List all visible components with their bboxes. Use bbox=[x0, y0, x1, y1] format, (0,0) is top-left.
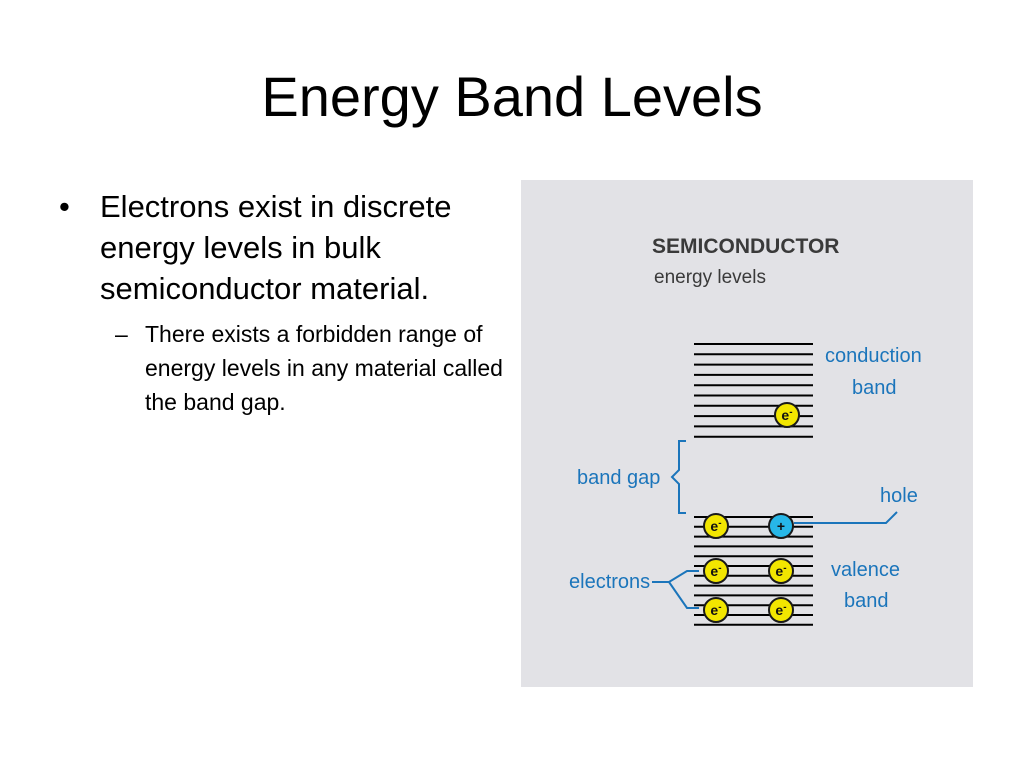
electron-particle: e- bbox=[768, 558, 794, 584]
sub-bullet-list: – There exists a forbidden range of ener… bbox=[100, 317, 505, 419]
electron-symbol: e- bbox=[781, 407, 792, 423]
conduction-band-lines bbox=[694, 343, 813, 438]
band-gap-bracket bbox=[670, 440, 686, 514]
conduction-band-label-line2: band bbox=[852, 377, 897, 399]
electron-circle bbox=[703, 597, 729, 623]
electron-symbol: e- bbox=[710, 602, 721, 618]
electron-particle: e- bbox=[703, 558, 729, 584]
sub-bullet-text: There exists a forbidden range of energy… bbox=[145, 321, 503, 415]
sub-bullet-marker: – bbox=[115, 321, 128, 347]
diagram-heading: SEMICONDUCTOR bbox=[652, 235, 839, 258]
diagram-subheading: energy levels bbox=[654, 267, 766, 288]
diagram-svg: SEMICONDUCTOR energy levels conduction b… bbox=[569, 235, 922, 626]
slide-title: Energy Band Levels bbox=[261, 65, 763, 128]
hole-pointer-line bbox=[794, 511, 898, 524]
electron-particle: e- bbox=[703, 597, 729, 623]
hole-symbol: + bbox=[777, 518, 785, 534]
sub-bullet-item: – There exists a forbidden range of ener… bbox=[100, 317, 505, 419]
valence-band-label-line1: valence bbox=[831, 559, 900, 581]
valence-band-label-line2: band bbox=[844, 590, 889, 612]
semiconductor-diagram: SEMICONDUCTOR energy levels conduction b… bbox=[521, 180, 973, 687]
electron-symbol: e- bbox=[775, 602, 786, 618]
electron-particle: e- bbox=[768, 597, 794, 623]
bullet-marker: • bbox=[59, 189, 70, 224]
hole-particle: + bbox=[768, 513, 794, 539]
bullet-text: Electrons exist in discrete energy level… bbox=[100, 189, 452, 306]
electron-circle bbox=[768, 597, 794, 623]
electron-particle: e- bbox=[703, 513, 729, 539]
charge-carriers: e-e- + e-e-e-e- bbox=[703, 402, 800, 623]
hole-circle bbox=[768, 513, 794, 539]
electron-circle bbox=[774, 402, 800, 428]
electron-symbol: e- bbox=[710, 563, 721, 579]
electron-symbol: e- bbox=[775, 563, 786, 579]
electron-circle bbox=[703, 558, 729, 584]
electron-symbol: e- bbox=[710, 518, 721, 534]
bullet-item: • Electrons exist in discrete energy lev… bbox=[55, 186, 505, 419]
band-gap-label: band gap bbox=[577, 467, 660, 489]
bullet-list: • Electrons exist in discrete energy lev… bbox=[55, 186, 505, 419]
electrons-label: electrons bbox=[569, 571, 650, 593]
electron-particle: e- bbox=[774, 402, 800, 428]
conduction-band-label-line1: conduction bbox=[825, 345, 922, 367]
electron-circle bbox=[768, 558, 794, 584]
electrons-pointer-lines bbox=[652, 570, 699, 609]
electron-circle bbox=[703, 513, 729, 539]
hole-label: hole bbox=[880, 485, 918, 507]
